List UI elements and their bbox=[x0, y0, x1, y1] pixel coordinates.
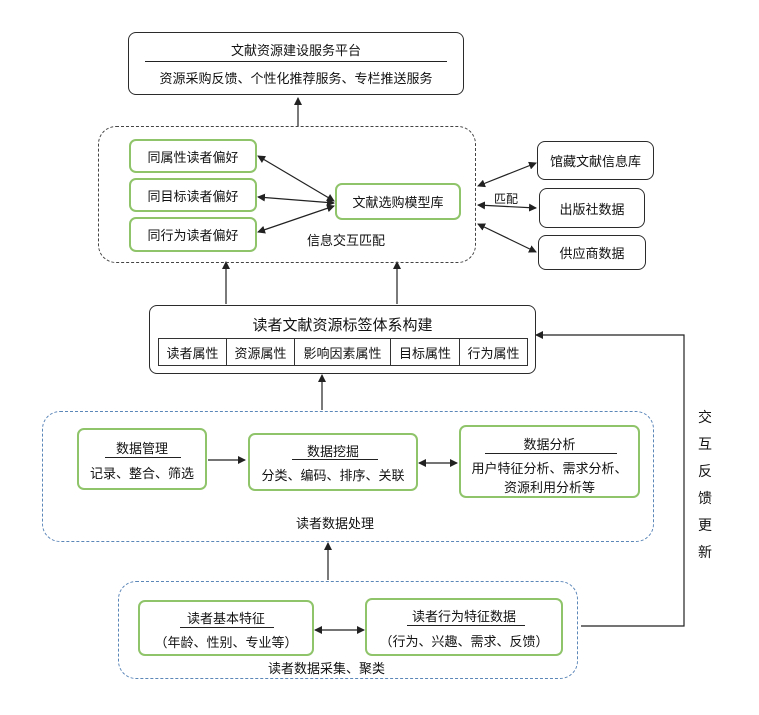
arrow-source1 bbox=[477, 161, 537, 188]
arrow-source2 bbox=[477, 201, 537, 212]
reader-basic-underline bbox=[180, 627, 274, 628]
data-analysis-desc-line1: 用户特征分析、需求分析、 bbox=[471, 461, 628, 477]
reader-basic-box: 读者基本特征 （年龄、性别、专业等） bbox=[138, 600, 314, 656]
data-analysis-desc-line2: 资源利用分析等 bbox=[503, 480, 595, 496]
feedback-char: 交 bbox=[698, 410, 712, 426]
tag-system-title: 读者文献资源标签体系构建 bbox=[252, 315, 433, 334]
arrow-pref1-model bbox=[257, 155, 335, 202]
data-mining-box: 数据挖掘 分类、编码、排序、关联 bbox=[248, 433, 418, 491]
source-publisher-data: 出版社数据 bbox=[539, 188, 645, 228]
model-library: 文献选购模型库 bbox=[335, 183, 461, 220]
platform-subtitle: 资源采购反馈、个性化推荐服务、专栏推送服务 bbox=[159, 71, 433, 87]
data-management-box: 数据管理 记录、整合、筛选 bbox=[77, 428, 207, 490]
data-analysis-title: 数据分析 bbox=[523, 437, 576, 453]
data-analysis-box: 数据分析 用户特征分析、需求分析、 资源利用分析等 bbox=[459, 425, 640, 498]
feedback-vertical-label: 交 互 反 馈 更 新 bbox=[694, 405, 716, 567]
reader-basic-title: 读者基本特征 bbox=[186, 611, 265, 627]
data-analysis-underline bbox=[485, 453, 617, 454]
tag-cell-reader: 读者属性 bbox=[159, 339, 227, 365]
tag-cell-behavior: 行为属性 bbox=[467, 346, 520, 362]
tag-cell-factor: 影响因素属性 bbox=[295, 339, 391, 365]
data-management-desc: 记录、整合、筛选 bbox=[89, 466, 194, 482]
arrow-pref2-model bbox=[257, 193, 335, 207]
preference-same-attribute: 同属性读者偏好 bbox=[129, 139, 257, 173]
reader-basic-desc: （年龄、性别、专业等） bbox=[154, 635, 298, 651]
platform-title-underline bbox=[145, 61, 447, 62]
reader-behavior-box: 读者行为特征数据 （行为、兴趣、需求、反馈） bbox=[365, 598, 563, 656]
tag-cell-resource: 资源属性 bbox=[227, 339, 295, 365]
feedback-char: 互 bbox=[698, 437, 712, 453]
data-management-title: 数据管理 bbox=[115, 441, 168, 457]
preference-same-goal: 同目标读者偏好 bbox=[129, 178, 257, 212]
reader-behavior-desc: （行为、兴趣、需求、反馈） bbox=[379, 634, 549, 650]
feedback-char: 反 bbox=[698, 464, 712, 480]
tag-cell-goal: 目标属性 bbox=[391, 339, 460, 365]
collection-group bbox=[118, 581, 578, 679]
arrow-pref3-model bbox=[257, 204, 335, 234]
tag-attribute-row: 读者属性 资源属性 影响因素属性 目标属性 行为属性 bbox=[158, 338, 528, 366]
platform-box: 文献资源建设服务平台 资源采购反馈、个性化推荐服务、专栏推送服务 bbox=[128, 32, 464, 95]
feedback-char: 新 bbox=[698, 545, 712, 561]
collection-label: 读者数据采集、聚类 bbox=[268, 662, 386, 677]
data-mining-title: 数据挖掘 bbox=[306, 444, 359, 460]
reader-behavior-title: 读者行为特征数据 bbox=[411, 609, 516, 625]
data-mining-underline bbox=[292, 459, 378, 460]
tag-system-box: 读者文献资源标签体系构建 读者属性 资源属性 影响因素属性 目标属性 行为属性 bbox=[149, 305, 536, 374]
preference-same-behavior: 同行为读者偏好 bbox=[129, 217, 257, 252]
processing-label: 读者数据处理 bbox=[296, 517, 375, 532]
matching-group bbox=[98, 126, 476, 263]
feedback-char: 馈 bbox=[698, 491, 712, 507]
match-label: 匹配 bbox=[494, 192, 519, 206]
feedback-loop-line bbox=[535, 331, 685, 627]
source-library-catalog: 馆藏文献信息库 bbox=[537, 141, 654, 180]
processing-group bbox=[42, 411, 654, 542]
data-management-underline bbox=[105, 457, 181, 458]
source-supplier-data: 供应商数据 bbox=[538, 235, 646, 270]
matching-label: 信息交互匹配 bbox=[307, 234, 386, 249]
feedback-char: 更 bbox=[698, 518, 712, 534]
platform-title: 文献资源建设服务平台 bbox=[230, 43, 361, 59]
arrow-source3 bbox=[477, 223, 537, 253]
reader-behavior-underline bbox=[407, 625, 525, 626]
data-mining-desc: 分类、编码、排序、关联 bbox=[261, 468, 405, 484]
